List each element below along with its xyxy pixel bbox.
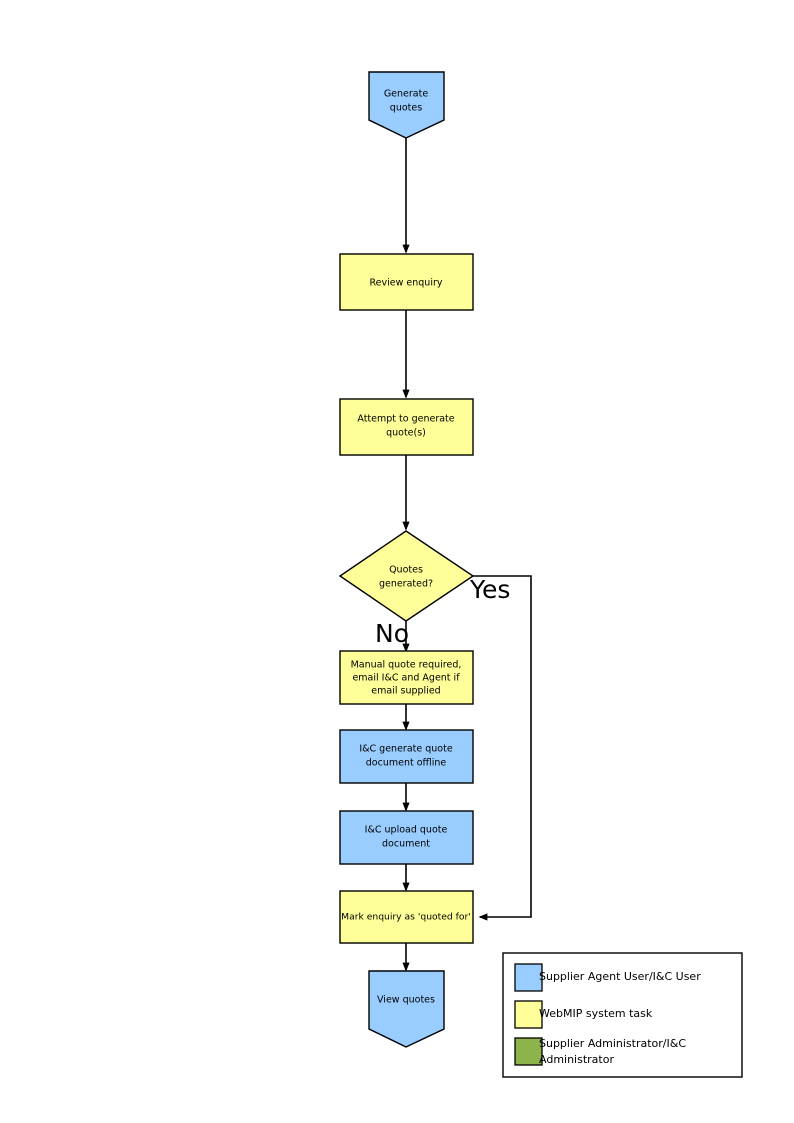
review-enquiry-shape — [339, 253, 474, 311]
quotes-generated-decision-shape — [338, 530, 475, 622]
manual-quote-required-shape — [339, 650, 474, 705]
review-enquiry-label: Review enquiry — [370, 278, 443, 289]
quotes-generated-decision-label-line-1: Quotes — [389, 565, 423, 576]
legend-label-administrator-task-line-2: Administrator — [539, 1053, 614, 1066]
quotes-generated-decision-label-line-2: generated? — [379, 579, 433, 590]
legend-swatch-administrator-task — [514, 1037, 543, 1066]
ic-generate-quote-document-offline-shape — [339, 729, 474, 784]
legend-item-supplier-agent-user: Supplier Agent User/I&C User — [514, 963, 701, 992]
legend-item-supplier-administrator: Supplier Administrator/I&C Administrator — [514, 1037, 686, 1066]
node-mark-enquiry-quoted-for[interactable]: Mark enquiry as 'quoted for' — [339, 890, 474, 944]
view-quotes-shape — [368, 970, 445, 1048]
attempt-to-generate-quotes-label-line-1: Attempt to generate — [357, 414, 454, 425]
edge-layer — [402, 137, 532, 972]
legend-frame — [502, 952, 743, 1078]
node-ic-upload-quote-document[interactable]: I&C upload quote document — [339, 810, 474, 865]
legend: Supplier Agent User/I&C User WebMIP syst… — [502, 952, 743, 1078]
mark-enquiry-quoted-for-shape — [339, 890, 474, 944]
ic-upload-quote-document-label-line-2: document — [382, 839, 430, 850]
legend-label-user-task: Supplier Agent User/I&C User — [539, 970, 701, 983]
node-view-quotes[interactable]: View quotes — [368, 970, 445, 1048]
ic-generate-quote-document-offline-label-line-2: document offline — [366, 758, 447, 769]
attempt-to-generate-quotes-shape — [339, 398, 474, 456]
node-generate-quotes[interactable]: Generate quotes — [368, 71, 445, 139]
view-quotes-label: View quotes — [377, 995, 435, 1006]
ic-upload-quote-document-label-line-1: I&C upload quote — [365, 825, 448, 836]
ic-generate-quote-document-offline-label-line-1: I&C generate quote — [359, 744, 453, 755]
node-ic-generate-quote-document-offline[interactable]: I&C generate quote document offline — [339, 729, 474, 784]
ic-upload-quote-document-shape — [339, 810, 474, 865]
generate-quotes-shape — [368, 71, 445, 139]
node-attempt-to-generate-quotes[interactable]: Attempt to generate quote(s) — [339, 398, 474, 456]
legend-swatch-user-task — [514, 963, 543, 992]
node-quotes-generated-decision[interactable]: Quotes generated? — [338, 530, 475, 622]
node-review-enquiry[interactable]: Review enquiry — [339, 253, 474, 311]
legend-label-administrator-task-line-1: Supplier Administrator/I&C — [539, 1037, 686, 1050]
manual-quote-required-label-line-2: email I&C and Agent if — [352, 673, 460, 684]
legend-swatch-system-task — [514, 1000, 543, 1029]
legend-label-system-task: WebMIP system task — [539, 1007, 653, 1020]
manual-quote-required-label-line-1: Manual quote required, — [351, 660, 462, 671]
legend-item-webmip-system-task: WebMIP system task — [514, 1000, 653, 1029]
manual-quote-required-label-line-3: email supplied — [371, 686, 440, 697]
mark-enquiry-quoted-for-label: Mark enquiry as 'quoted for' — [341, 912, 471, 923]
edge-decision-yes-to-mark — [473, 575, 532, 921]
branch-label-no: No — [375, 619, 409, 648]
branch-label-yes: Yes — [469, 575, 510, 604]
generate-quotes-label-line-2: quotes — [390, 103, 422, 114]
generate-quotes-label-line-1: Generate — [384, 89, 429, 100]
attempt-to-generate-quotes-label-line-2: quote(s) — [386, 428, 426, 439]
node-manual-quote-required[interactable]: Manual quote required, email I&C and Age… — [339, 650, 474, 705]
